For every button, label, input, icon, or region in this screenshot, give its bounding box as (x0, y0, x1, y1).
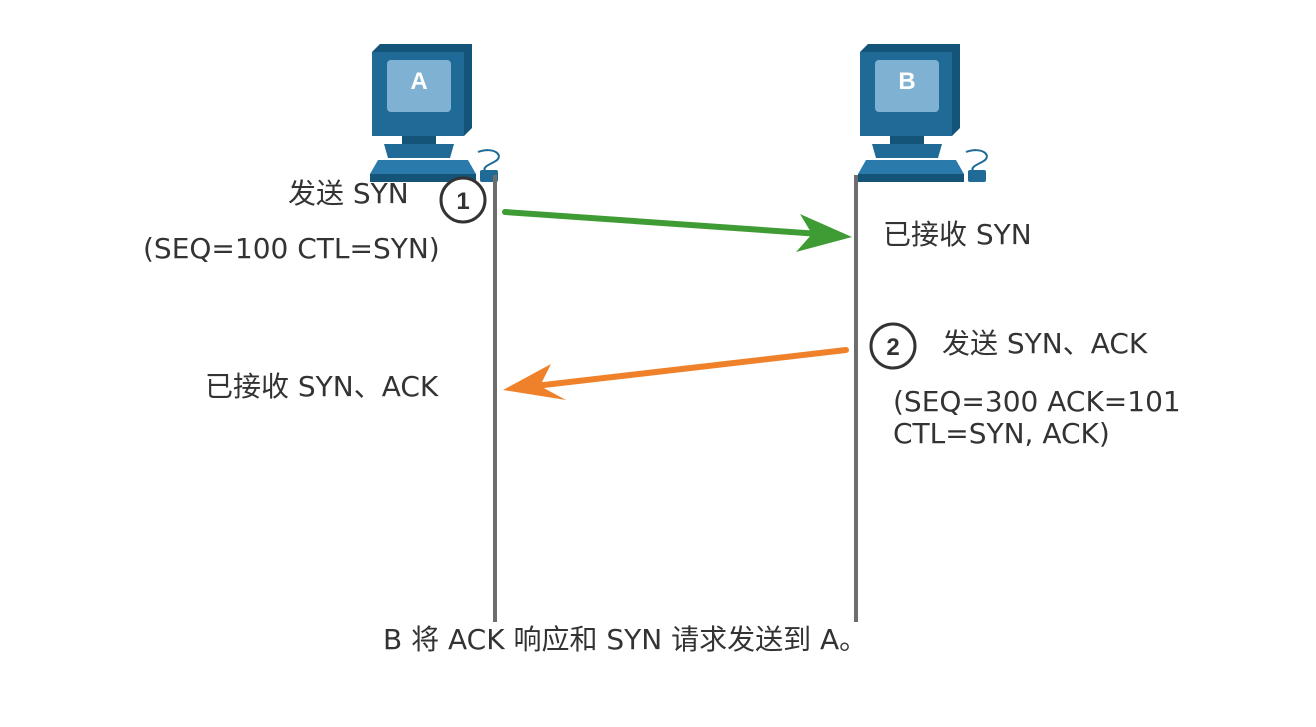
step-2-number: 2 (886, 334, 899, 361)
step-2-segment-label: (SEQ=300 ACK=101 CTL=SYN, ACK) (893, 385, 1181, 450)
syn-arrow (502, 209, 852, 252)
step-1-segment-label: (SEQ=100 CTL=SYN) (143, 232, 440, 265)
diagram-caption: B 将 ACK 响应和 SYN 请求发送到 A。 (383, 623, 868, 656)
step-1-badge: 1 (439, 176, 487, 224)
step-2-badge: 2 (869, 322, 917, 370)
host-b-label: B (898, 68, 915, 95)
host-a-label: A (410, 68, 427, 95)
step-2-received-label: 已接收 SYN、ACK (205, 370, 439, 403)
step-1-sent-label: 发送 SYN (288, 177, 409, 210)
step-1-number: 1 (456, 188, 469, 215)
step-2-sent-label: 发送 SYN、ACK (942, 327, 1148, 360)
syn-ack-arrow (503, 347, 849, 400)
host-a-computer-icon: A (369, 43, 500, 183)
host-b-computer-icon: B (857, 43, 988, 183)
step-1-received-label: 已接收 SYN (883, 218, 1032, 251)
